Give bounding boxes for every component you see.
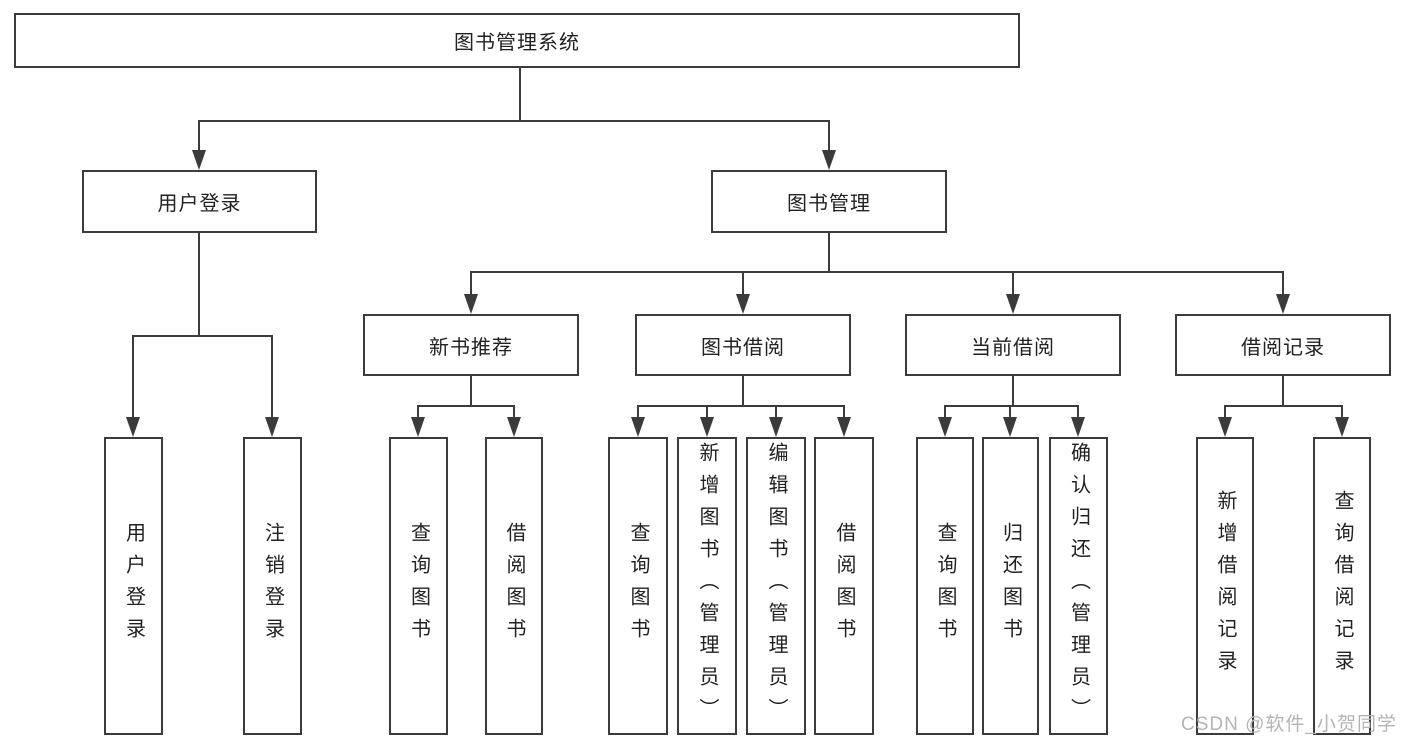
node-borrowing-records: 借阅记录	[1175, 314, 1391, 376]
connector-line	[944, 405, 946, 417]
connector-line	[828, 233, 830, 273]
connector-line	[198, 233, 200, 337]
leaf-edit-book-admin: 编辑图书（管理员）	[746, 437, 806, 735]
leaf-query-books-current: 查询图书	[916, 437, 974, 735]
connector-line	[132, 335, 272, 337]
node-label: 新书推荐	[429, 336, 513, 359]
connector-line	[637, 405, 845, 407]
arrow-down-icon	[631, 417, 645, 437]
connector-line	[1009, 405, 1011, 417]
arrow-down-icon	[822, 150, 836, 170]
node-label: 当前借阅	[971, 336, 1055, 359]
leaf-confirm-return-admin: 确认归还（管理员）	[1049, 437, 1108, 735]
connector-line	[637, 405, 639, 417]
arrow-down-icon	[1006, 294, 1020, 314]
connector-line	[706, 405, 708, 417]
arrow-down-icon	[507, 417, 521, 437]
arrow-down-icon	[411, 417, 425, 437]
node-book-borrowing: 图书借阅	[635, 314, 851, 376]
connector-line	[1282, 376, 1284, 407]
arrow-down-icon	[1276, 294, 1290, 314]
connector-line	[417, 405, 419, 417]
node-label: 图书管理	[787, 193, 871, 215]
leaf-label: 新增借阅记录	[1214, 490, 1236, 682]
connector-line	[198, 120, 200, 150]
node-label: 图书借阅	[701, 336, 785, 359]
connector-line	[1224, 405, 1343, 407]
arrow-down-icon	[837, 417, 851, 437]
arrow-down-icon	[1218, 417, 1232, 437]
connector-line	[417, 405, 515, 407]
connector-line	[1012, 376, 1014, 407]
leaf-label: 用户登录	[122, 522, 145, 650]
leaf-return-book: 归还图书	[982, 437, 1039, 735]
connector-line	[944, 405, 1079, 407]
leaf-label: 注销登录	[261, 522, 284, 650]
leaf-add-borrow-record: 新增借阅记录	[1196, 437, 1254, 735]
arrow-down-icon	[1071, 417, 1085, 437]
connector-line	[519, 68, 521, 120]
leaf-borrow-books-recommend: 借阅图书	[485, 437, 543, 735]
leaf-label: 归还图书	[999, 522, 1022, 650]
connector-line	[198, 120, 830, 122]
connector-line	[1224, 405, 1226, 417]
node-book-management: 图书管理	[711, 170, 947, 233]
connector-line	[742, 376, 744, 407]
connector-line	[843, 405, 845, 417]
connector-line	[470, 271, 1284, 273]
connector-line	[132, 335, 134, 417]
arrow-down-icon	[464, 294, 478, 314]
connector-line	[742, 271, 744, 294]
connector-line	[513, 405, 515, 417]
leaf-query-borrow-record: 查询借阅记录	[1313, 437, 1371, 735]
leaf-label: 查询借阅记录	[1331, 490, 1353, 682]
leaf-add-book-admin: 新增图书（管理员）	[677, 437, 737, 735]
arrow-down-icon	[769, 417, 783, 437]
leaf-label: 编辑图书（管理员）	[765, 442, 787, 730]
leaf-logout: 注销登录	[243, 437, 302, 735]
connector-line	[470, 271, 472, 294]
leaf-borrow-books: 借阅图书	[814, 437, 874, 735]
node-label: 借阅记录	[1241, 336, 1325, 359]
leaf-label: 查询图书	[407, 522, 430, 650]
leaf-query-books-borrowing: 查询图书	[608, 437, 668, 735]
connector-line	[775, 405, 777, 417]
leaf-label: 查询图书	[627, 522, 649, 650]
arrow-down-icon	[1335, 417, 1349, 437]
csdn-watermark: CSDN @软件_小贺同学	[1181, 714, 1397, 735]
leaf-label: 确认归还（管理员）	[1067, 442, 1090, 730]
connector-line	[1282, 271, 1284, 294]
node-new-book-recommendation: 新书推荐	[363, 314, 579, 376]
node-user-login: 用户登录	[82, 170, 317, 233]
leaf-label: 借阅图书	[833, 522, 855, 650]
connector-line	[271, 335, 273, 417]
connector-line	[828, 120, 830, 150]
node-book-management-system: 图书管理系统	[14, 13, 1020, 68]
arrow-down-icon	[126, 417, 140, 437]
node-current-borrowing: 当前借阅	[905, 314, 1121, 376]
arrow-down-icon	[700, 417, 714, 437]
connector-line	[1012, 271, 1014, 294]
connector-line	[1341, 405, 1343, 417]
leaf-user-login: 用户登录	[104, 437, 163, 735]
arrow-down-icon	[938, 417, 952, 437]
leaf-query-books-recommend: 查询图书	[389, 437, 448, 735]
connector-line	[470, 376, 472, 407]
node-label: 用户登录	[157, 193, 242, 215]
arrow-down-icon	[265, 417, 279, 437]
arrow-down-icon	[1003, 417, 1017, 437]
leaf-label: 借阅图书	[503, 522, 525, 650]
arrow-down-icon	[192, 150, 206, 170]
leaf-label: 新增图书（管理员）	[696, 442, 718, 730]
arrow-down-icon	[736, 294, 750, 314]
node-label: 图书管理系统	[454, 32, 580, 54]
connector-line	[1077, 405, 1079, 417]
leaf-label: 查询图书	[934, 522, 956, 650]
